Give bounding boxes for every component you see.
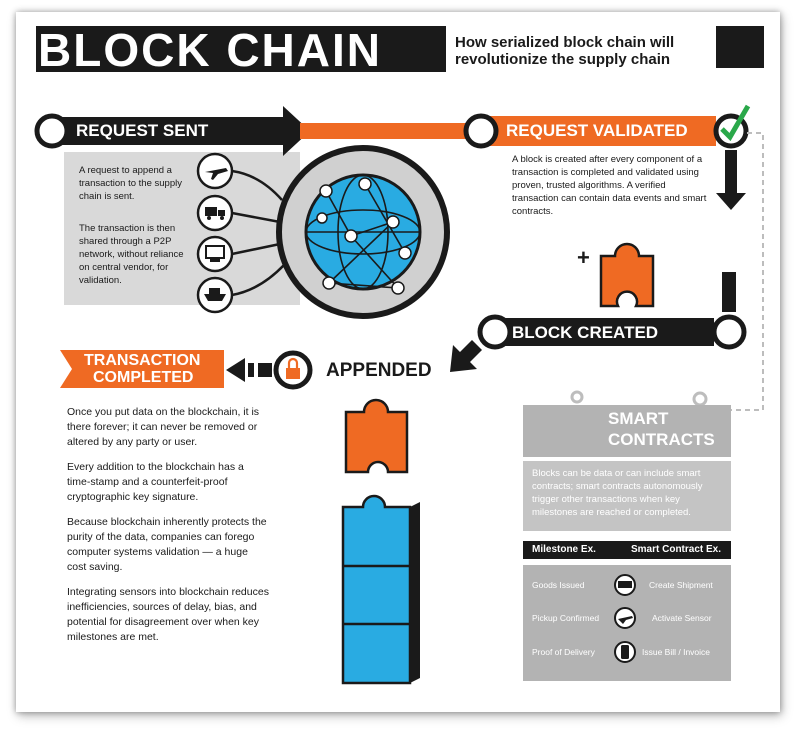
- truck-icon: [618, 581, 632, 588]
- network-lines: [305, 174, 421, 290]
- padlock-icon: [286, 357, 300, 379]
- phone-icon: [621, 645, 629, 659]
- down-arrow-validated: [716, 150, 746, 210]
- computer-icon: [205, 245, 225, 262]
- request-validated-text: A block is created after every component…: [512, 154, 707, 217]
- plane-icon: [205, 168, 228, 180]
- truck-icon: [205, 207, 225, 220]
- smart-contracts-table-header: [523, 541, 731, 559]
- header-title-bar: [36, 26, 446, 72]
- blue-block-stack-icon: [341, 494, 412, 685]
- milestone-row-3: Proof of Delivery: [532, 647, 595, 657]
- contract-row-2: Activate Sensor: [652, 613, 712, 623]
- contract-row-1: Create Shipment: [649, 580, 713, 590]
- completed-paragraph-4: Integrating sensors into blockchain redu…: [67, 586, 269, 643]
- orange-block-icon: [344, 398, 409, 474]
- header-right-block: [716, 26, 764, 68]
- icon-connectors: [231, 169, 285, 297]
- block-created-left-node: [477, 314, 513, 350]
- request-sent-arrow: [52, 106, 310, 156]
- block-created-right-node: [711, 314, 747, 350]
- dashed-link-smart-contracts: [700, 132, 764, 411]
- request-sent-node: [34, 113, 70, 149]
- transaction-completed-label-1: TRANSACTION: [84, 352, 201, 369]
- plus-sign: +: [577, 245, 590, 270]
- completed-paragraph-3: Because blockchain inherently protects t…: [67, 516, 267, 573]
- milestone-row-1: Goods Issued: [532, 580, 585, 590]
- smart-contracts-text: Blocks can be data or can include smart …: [532, 468, 703, 518]
- transaction-completed-bar: [60, 350, 224, 388]
- transaction-completed-label-2: COMPLETED: [93, 369, 194, 386]
- right-vertical-connector: [722, 272, 736, 312]
- milestone-row-2: Pickup Confirmed: [532, 613, 600, 623]
- appended-label: APPENDED: [326, 360, 432, 381]
- completed-description: Once you put data on the blockchain, it …: [67, 405, 270, 655]
- request-validated-label: REQUEST VALIDATED: [506, 121, 688, 140]
- request-sent-text-2: The transaction is then shared through a…: [79, 223, 184, 286]
- completed-paragraph-1: Once you put data on the blockchain, it …: [67, 406, 260, 448]
- smart-contracts-title-1: SMART: [608, 409, 669, 428]
- plane-icon: [618, 616, 633, 624]
- contract-row-3: Issue Bill / Invoice: [642, 647, 711, 657]
- request-sent-text-1: A request to append a transaction to the…: [79, 165, 182, 202]
- request-info-panel: [64, 152, 300, 305]
- down-left-arrow: [450, 340, 482, 372]
- puzzle-piece-icon: [599, 242, 655, 308]
- appended-block-stack: [341, 398, 420, 685]
- smart-contract-column-header: Smart Contract Ex.: [631, 544, 722, 555]
- completed-paragraph-2: Every addition to the blockchain has a t…: [67, 461, 244, 503]
- completed-bar-notch: [60, 350, 72, 388]
- page-title: BLOCK CHAIN: [38, 24, 382, 76]
- computer-icon-circle: [196, 235, 234, 273]
- smart-contracts-text-box: [523, 461, 731, 531]
- page-subtitle: How serialized block chain will revoluti…: [455, 34, 675, 68]
- checkmark-icon: [720, 104, 751, 142]
- left-arrow-completed: [226, 358, 272, 382]
- smart-contracts-title-2: CONTRACTS: [608, 430, 715, 449]
- request-validated-node: [463, 113, 499, 149]
- block-created-label: BLOCK CREATED: [512, 323, 659, 342]
- block-created-bar: [495, 318, 714, 346]
- network-nodes: [316, 177, 412, 295]
- request-sent-label: REQUEST SENT: [76, 121, 209, 140]
- ship-icon: [204, 288, 226, 301]
- request-validated-bar: [480, 116, 716, 146]
- smart-contracts-title-box: [523, 405, 731, 457]
- orange-connector-top: [300, 123, 480, 139]
- milestone-column-header: Milestone Ex.: [532, 544, 596, 555]
